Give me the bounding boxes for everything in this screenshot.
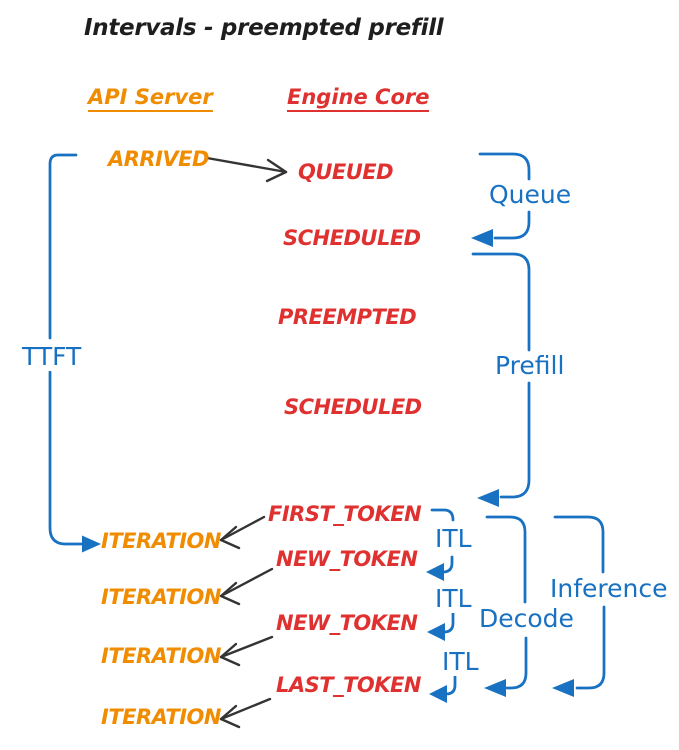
interval-queue-label: Queue bbox=[487, 180, 574, 209]
event-new-token-2: NEW_TOKEN bbox=[276, 611, 418, 635]
interval-prefill-label: Prefill bbox=[493, 351, 567, 380]
interval-decode-label: Decode bbox=[477, 604, 576, 633]
decode-arrowhead-icon bbox=[484, 679, 506, 697]
engine-core-column-header: Engine Core bbox=[287, 85, 430, 113]
itl-bracket-3 bbox=[429, 674, 457, 703]
itl-bracket-1 bbox=[426, 508, 455, 581]
itl-bracket-2 bbox=[427, 611, 455, 641]
new-token1-to-iteration-arrow bbox=[219, 567, 274, 606]
event-iteration-3: ITERATION bbox=[101, 644, 221, 668]
event-last-token: LAST_TOKEN bbox=[276, 673, 421, 697]
event-arrived: ARRIVED bbox=[108, 147, 209, 171]
last-token-to-iteration-arrow bbox=[219, 697, 272, 729]
interval-itl-label-2: ITL bbox=[433, 584, 474, 613]
interval-itl-label-1: ITL bbox=[433, 524, 474, 553]
itl-arrowhead-2-icon bbox=[427, 623, 445, 641]
itl-arrowhead-3-icon bbox=[429, 685, 447, 703]
interval-inference-label: Inference bbox=[548, 574, 670, 603]
queue-bracket bbox=[471, 152, 531, 247]
event-iteration-1: ITERATION bbox=[101, 529, 221, 553]
event-scheduled-2: SCHEDULED bbox=[284, 395, 422, 419]
event-queued: QUEUED bbox=[298, 160, 394, 184]
new-token2-to-iteration-arrow bbox=[219, 635, 274, 667]
inference-arrowhead-icon bbox=[552, 679, 574, 697]
prefill-bracket bbox=[471, 252, 531, 507]
interval-ttft-label: TTFT bbox=[20, 342, 84, 371]
arrived-to-queued-arrow bbox=[205, 156, 288, 183]
prefill-arrowhead-icon bbox=[477, 489, 499, 507]
decode-bracket bbox=[484, 515, 528, 697]
first-token-to-iteration-arrow bbox=[219, 515, 266, 550]
api-server-column-header: API Server bbox=[88, 85, 213, 113]
event-scheduled-1: SCHEDULED bbox=[283, 226, 421, 250]
event-iteration-2: ITERATION bbox=[101, 585, 221, 609]
itl-arrowhead-1-icon bbox=[426, 563, 444, 581]
interval-itl-label-3: ITL bbox=[440, 647, 481, 676]
ttft-arrowhead-icon bbox=[82, 535, 101, 553]
event-iteration-4: ITERATION bbox=[101, 705, 221, 729]
event-new-token-1: NEW_TOKEN bbox=[276, 547, 418, 571]
ttft-bracket bbox=[48, 153, 101, 553]
event-first-token: FIRST_TOKEN bbox=[268, 502, 422, 526]
diagram-title: Intervals - preempted prefill bbox=[84, 15, 444, 41]
event-preempted: PREEMPTED bbox=[278, 305, 417, 329]
inference-bracket bbox=[552, 515, 606, 697]
queue-arrowhead-icon bbox=[471, 229, 493, 247]
